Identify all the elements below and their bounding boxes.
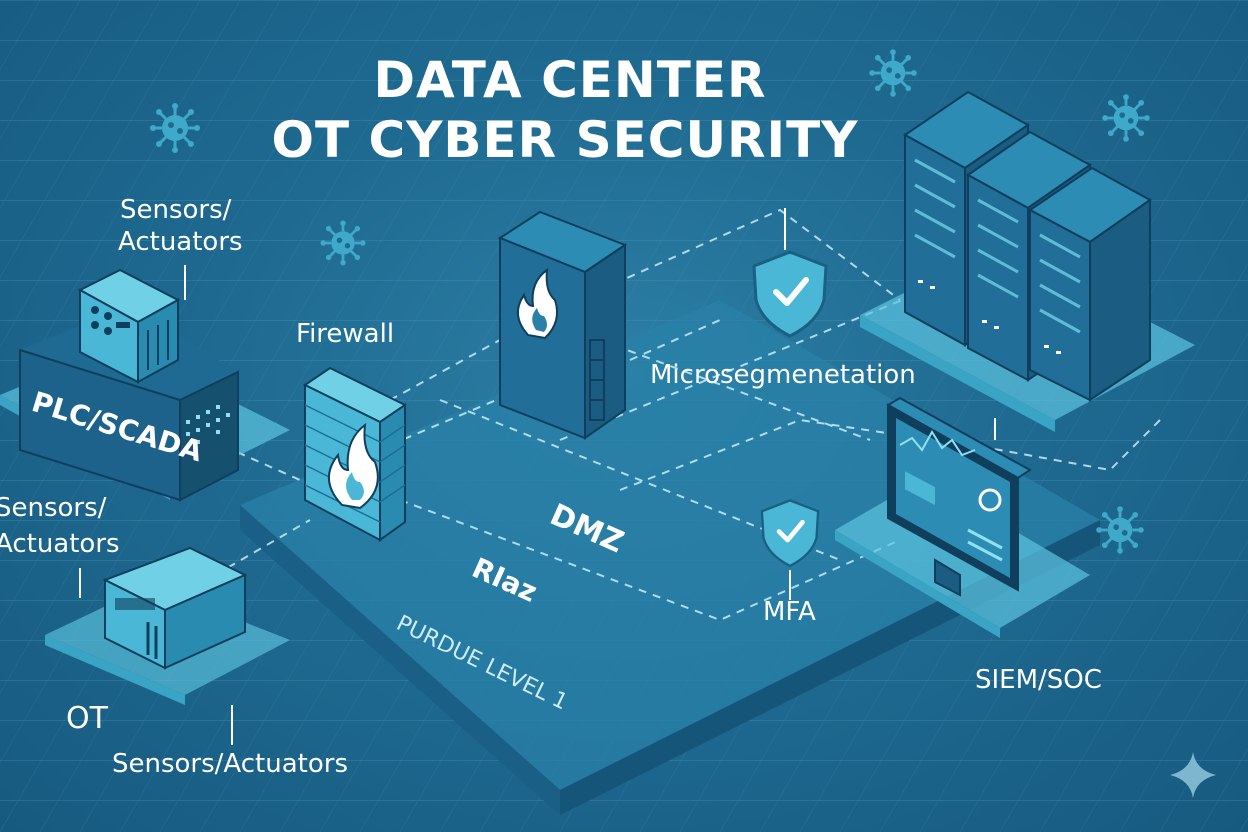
- virus-icon: [1094, 504, 1146, 556]
- monitor-icon: [835, 396, 1090, 638]
- virus-icon: [1100, 92, 1152, 144]
- firewall-icon: [303, 366, 407, 542]
- mfa-label: MFA: [763, 597, 816, 627]
- sensors-top-label-1: Sensors/: [120, 195, 232, 225]
- sensors-bottom-label: Sensors/Actuators: [112, 749, 348, 779]
- sparkle-icon: [1170, 752, 1216, 798]
- shield-check-icon: [754, 208, 826, 336]
- flame-icon: [517, 267, 558, 340]
- flame-icon: [328, 422, 379, 510]
- ot-label: OT: [66, 701, 109, 736]
- sensors-top-label-2: Actuators: [118, 227, 243, 257]
- ot-device: [45, 546, 290, 745]
- dmz-server-tower: [497, 210, 628, 440]
- virus-icon: [319, 219, 367, 267]
- shield-check-icon: [762, 500, 818, 600]
- sensors-left-label-2: Actuators: [0, 529, 120, 559]
- microsegmentation-label: Microsegmenetation: [650, 360, 916, 390]
- siem-soc-label: SIEM/SOC: [975, 665, 1102, 695]
- title-line-1: DATA CENTER: [373, 51, 766, 109]
- firewall-label: Firewall: [296, 319, 394, 349]
- virus-icon: [867, 47, 919, 99]
- sensors-left-label-1: Sensors/: [0, 493, 107, 523]
- plc-scada-unit: [0, 265, 290, 502]
- virus-icon: [148, 101, 202, 155]
- title-line-2: OT CYBER SECURITY: [272, 111, 859, 169]
- server-rack-icon: [860, 90, 1195, 432]
